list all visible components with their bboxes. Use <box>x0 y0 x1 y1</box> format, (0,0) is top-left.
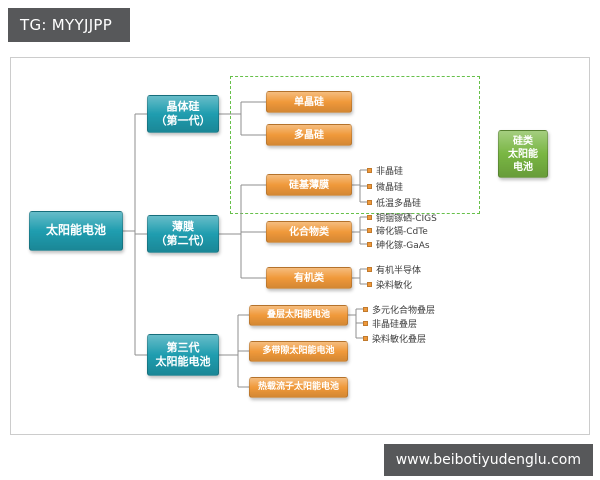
node-organic-class: 有机类 <box>266 267 352 289</box>
node-monocrystalline-silicon: 单晶硅 <box>266 91 352 113</box>
node-compound-class: 化合物类 <box>266 221 352 243</box>
bullet-icon <box>367 281 372 287</box>
leaf-label: 微晶硅 <box>376 182 404 193</box>
bullet-icon <box>367 266 372 272</box>
bullet-icon <box>367 167 372 173</box>
leaf-label: 非晶硅叠层 <box>372 319 418 330</box>
node-silicon-class-solar-cell: 硅类 太阳能 电池 <box>498 130 548 178</box>
leaf-label: 非晶硅 <box>376 166 404 177</box>
leaf-dye-tandem: 染料敏化叠层 <box>363 332 427 345</box>
leaf-label: 染料敏化叠层 <box>372 334 427 345</box>
bullet-icon <box>367 214 372 220</box>
leaf-multi-compound-tandem: 多元化合物叠层 <box>363 303 436 316</box>
node-gen2-thin-film: 薄膜 （第二代） <box>147 215 219 253</box>
bullet-icon <box>367 241 372 247</box>
node-gen1-crystalline-silicon: 晶体硅 （第一代） <box>147 95 219 133</box>
connector-lines <box>123 101 367 388</box>
leaf-label: 染料敏化 <box>376 280 413 291</box>
leaf-label: 碲化镉-CdTe <box>376 226 428 237</box>
leaf-gaas: 砷化镓-GaAs <box>367 238 430 251</box>
node-multi-bandgap-solar-cell: 多带隙太阳能电池 <box>249 341 348 362</box>
node-tandem-solar-cell: 叠层太阳能电池 <box>249 305 348 326</box>
diagram-panel: 太阳能电池 晶体硅 （第一代） 薄膜 （第二代） 第三代 太阳能电池 单晶硅 多… <box>10 57 590 435</box>
leaf-label: 低温多晶硅 <box>376 198 422 209</box>
leaf-amorphous-silicon: 非晶硅 <box>367 164 404 177</box>
watermark-bottom: www.beibotiyudenglu.com <box>383 444 593 476</box>
leaf-amorphous-tandem: 非晶硅叠层 <box>363 317 418 330</box>
bullet-icon <box>367 227 372 233</box>
bullet-icon <box>367 183 372 189</box>
node-hot-carrier-solar-cell: 热载流子太阳能电池 <box>249 377 348 398</box>
bullet-icon <box>363 320 368 326</box>
bullet-icon <box>363 335 368 341</box>
leaf-label: 多元化合物叠层 <box>372 305 436 316</box>
leaf-label: 砷化镓-GaAs <box>376 240 430 251</box>
silicon-class-dashed-region <box>230 76 480 214</box>
leaf-organic-semiconductor: 有机半导体 <box>367 263 422 276</box>
bullet-icon <box>367 199 372 205</box>
leaf-lowtemp-polysilicon: 低温多晶硅 <box>367 196 422 209</box>
leaf-cigs: 铜铟镓硒-CIGS <box>367 211 437 224</box>
node-silicon-based-thin-film: 硅基薄膜 <box>266 174 352 196</box>
leaf-label: 铜铟镓硒-CIGS <box>376 213 437 224</box>
node-gen3-third-generation: 第三代 太阳能电池 <box>147 334 219 376</box>
bullet-icon <box>363 306 368 312</box>
leaf-label: 有机半导体 <box>376 265 422 276</box>
leaf-dye-sensitized: 染料敏化 <box>367 278 413 291</box>
leaf-microcrystalline-silicon: 微晶硅 <box>367 180 404 193</box>
node-root-solar-cell: 太阳能电池 <box>29 211 123 251</box>
node-polycrystalline-silicon: 多晶硅 <box>266 124 352 146</box>
leaf-cdte: 碲化镉-CdTe <box>367 224 428 237</box>
watermark-top: TG: MYYJJPP <box>8 8 131 42</box>
